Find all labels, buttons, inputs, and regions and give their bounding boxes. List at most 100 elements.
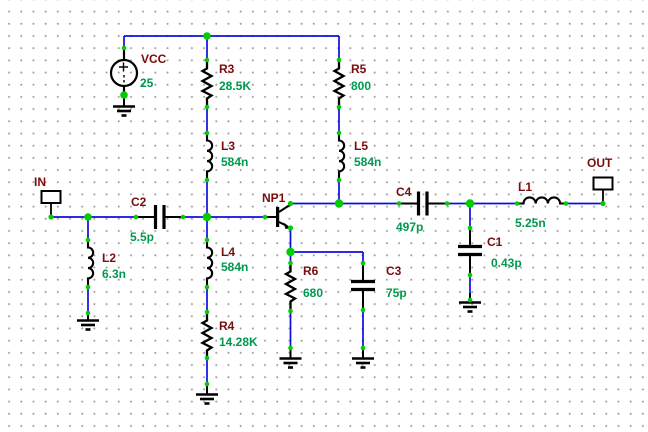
- inductor-icon[interactable]: [205, 131, 214, 182]
- component-value-label[interactable]: 28.5K: [219, 79, 251, 93]
- pin-dot: [204, 177, 210, 183]
- component-l1[interactable]: L1 5.25n: [515, 180, 568, 230]
- component-value-label[interactable]: 75p: [386, 286, 407, 300]
- pin-dot: [360, 307, 366, 313]
- wires[interactable]: [51, 35, 603, 385]
- component-c1[interactable]: C1 0.43p: [456, 226, 522, 277]
- ground-symbols: [75, 95, 483, 405]
- component-value-label[interactable]: 5.25n: [515, 216, 546, 230]
- ground-icon[interactable]: [350, 347, 376, 369]
- component-value-label[interactable]: 0.43p: [491, 256, 522, 270]
- component-ref-label[interactable]: L1: [518, 180, 532, 194]
- component-value-label[interactable]: 680: [303, 286, 323, 300]
- pin-dot: [262, 214, 268, 220]
- pin-dot: [180, 214, 186, 220]
- pin-dot: [204, 57, 210, 63]
- junction-dots: [84, 32, 475, 257]
- component-ref-label[interactable]: R6: [303, 264, 319, 278]
- component-r3[interactable]: R3 28.5K: [201, 58, 252, 109]
- capacitor-icon[interactable]: [456, 226, 484, 277]
- inductor-icon[interactable]: [337, 131, 346, 182]
- component-ref-label[interactable]: L2: [102, 251, 116, 265]
- component-ref-label[interactable]: L5: [354, 139, 368, 153]
- resistor-icon[interactable]: [201, 310, 213, 361]
- component-value-label[interactable]: 497p: [396, 220, 423, 234]
- component-value-label[interactable]: 5.5p: [130, 230, 154, 244]
- pin-dot: [288, 260, 293, 266]
- component-value-label[interactable]: 6.3n: [102, 267, 126, 281]
- component-l5[interactable]: L5 584n: [337, 131, 381, 182]
- pin-dot: [288, 345, 293, 351]
- component-ref-label[interactable]: R4: [219, 319, 235, 333]
- component-vcc[interactable]: VCC 25: [109, 48, 167, 95]
- collector-lead: [278, 203, 292, 213]
- wire-power-rail[interactable]: [123, 35, 340, 60]
- pin-dot: [514, 201, 520, 206]
- pin-dot: [444, 201, 450, 206]
- component-ref-label[interactable]: C4: [396, 185, 412, 199]
- pin-dot: [336, 177, 342, 183]
- ground-icon[interactable]: [278, 347, 303, 369]
- component-value-label[interactable]: 800: [351, 79, 371, 93]
- component-l3[interactable]: L3 584n: [205, 131, 248, 182]
- component-value-label[interactable]: 584n: [221, 155, 248, 169]
- junction-dot: [465, 199, 475, 208]
- plus-sign-icon: [119, 62, 128, 72]
- pin-dot: [133, 214, 139, 220]
- component-ref-label[interactable]: C1: [487, 235, 503, 249]
- component-ref-label[interactable]: L3: [221, 139, 235, 153]
- component-ref-label[interactable]: C3: [386, 264, 402, 278]
- component-r5[interactable]: R5 800: [333, 58, 372, 109]
- port-in[interactable]: IN: [34, 175, 62, 218]
- pin-dot: [336, 104, 342, 110]
- component-ref-label[interactable]: R5: [351, 62, 367, 76]
- wire-input-net[interactable]: [51, 216, 265, 311]
- component-c3[interactable]: C3 75p: [349, 261, 407, 312]
- port-icon[interactable]: [40, 190, 62, 218]
- component-r6[interactable]: R6 680: [284, 261, 323, 312]
- pin-dot: [48, 214, 54, 220]
- component-ref-label[interactable]: L4: [221, 245, 235, 259]
- pin-dot: [204, 309, 210, 315]
- pin-dot: [467, 272, 473, 278]
- port-in-label[interactable]: IN: [34, 175, 46, 189]
- component-value-label[interactable]: 14.28K: [219, 335, 258, 349]
- resistor-icon[interactable]: [333, 58, 345, 109]
- port-out-label[interactable]: OUT: [587, 156, 613, 170]
- component-l2[interactable]: L2 6.3n: [86, 238, 126, 289]
- ground-icon[interactable]: [194, 383, 220, 405]
- component-c4[interactable]: C4 497p: [396, 185, 448, 234]
- pin-dot: [396, 201, 402, 206]
- resistor-icon[interactable]: [201, 58, 213, 109]
- junction-dot: [120, 91, 128, 99]
- component-ref-label[interactable]: VCC: [141, 52, 167, 66]
- dc-source-icon[interactable]: [109, 58, 139, 88]
- component-ref-label[interactable]: R3: [219, 62, 235, 76]
- junction-dot: [202, 212, 212, 222]
- ground-icon[interactable]: [111, 95, 137, 117]
- pin-dot: [121, 45, 127, 51]
- resistor-icon[interactable]: [284, 261, 297, 312]
- component-np1[interactable]: NP1: [262, 191, 292, 229]
- pin-dot: [204, 381, 210, 387]
- component-c2[interactable]: C2 5.5p: [130, 195, 185, 244]
- component-r4[interactable]: R4 14.28K: [201, 310, 259, 361]
- component-value-label[interactable]: 584n: [354, 155, 381, 169]
- pin-dot: [287, 225, 294, 231]
- component-ref-label[interactable]: C2: [131, 195, 147, 209]
- component-value-label[interactable]: 584n: [221, 260, 248, 274]
- capacitor-icon[interactable]: [349, 261, 377, 312]
- component-ref-label[interactable]: NP1: [262, 191, 286, 205]
- npn-transistor-icon[interactable]: [276, 207, 280, 227]
- pin-dot: [204, 130, 210, 136]
- port-icon[interactable]: [592, 176, 614, 205]
- inductor-icon[interactable]: [515, 196, 568, 205]
- component-value-label[interactable]: 25: [140, 76, 154, 90]
- inductor-icon[interactable]: [205, 238, 214, 289]
- port-out[interactable]: OUT: [587, 156, 614, 205]
- pin-dot: [85, 310, 91, 316]
- inductor-icon[interactable]: [86, 238, 95, 289]
- component-l4[interactable]: L4 584n: [205, 238, 248, 289]
- pin-dot: [336, 57, 342, 63]
